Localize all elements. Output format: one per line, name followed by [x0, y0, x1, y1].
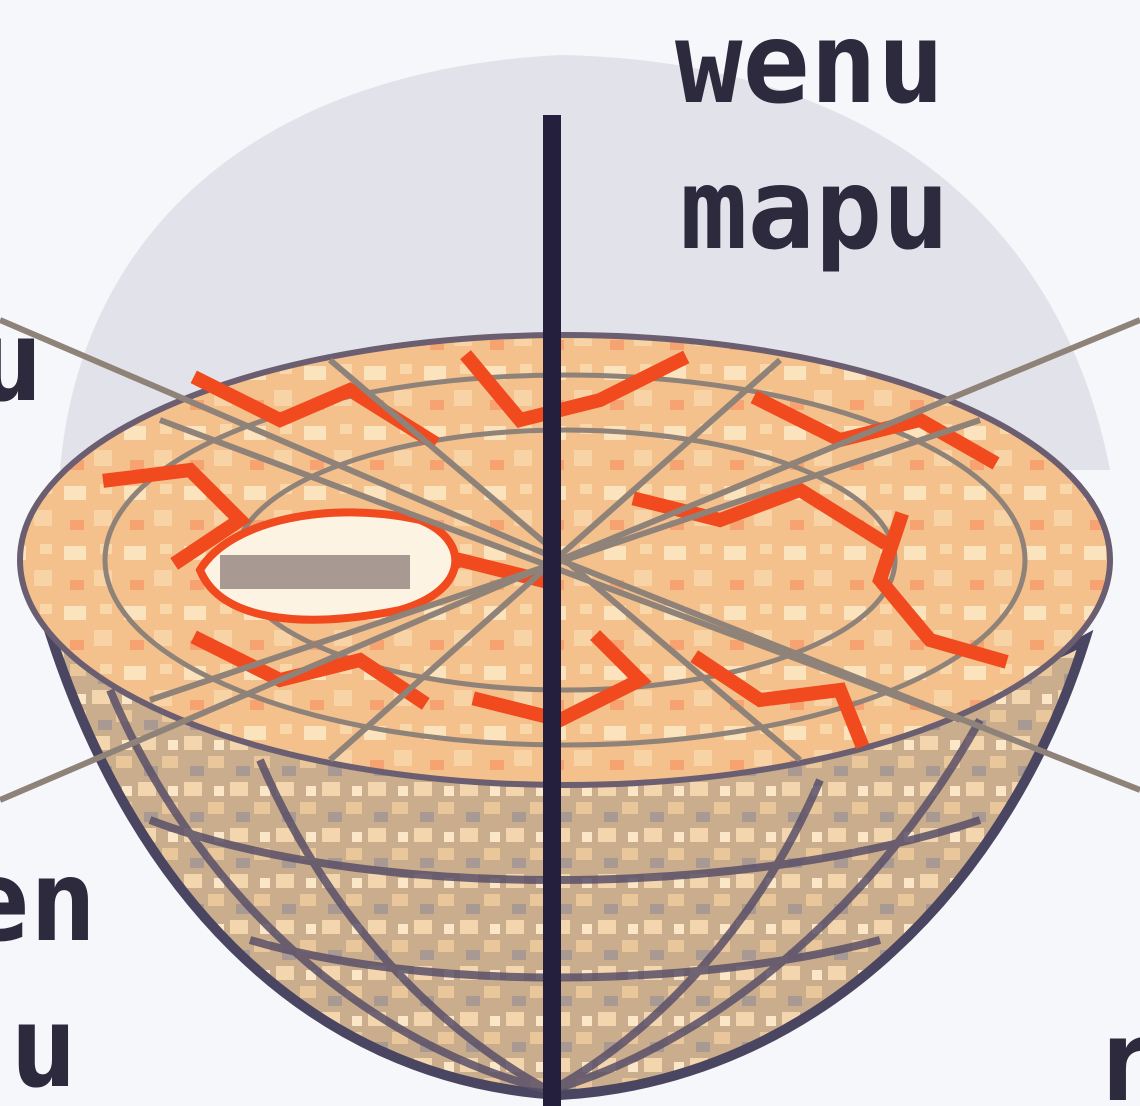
upper-world-label-line1: wenu — [675, 0, 945, 129]
left-bottom-label-line2: u — [10, 983, 77, 1106]
upper-world-label-line2: mapu — [680, 145, 950, 275]
left-bottom-label-line1: en — [0, 837, 97, 967]
lake-inner — [220, 555, 410, 589]
right-bottom-label-fragment: r — [1094, 997, 1140, 1106]
left-top-label-fragment: u — [0, 297, 43, 427]
